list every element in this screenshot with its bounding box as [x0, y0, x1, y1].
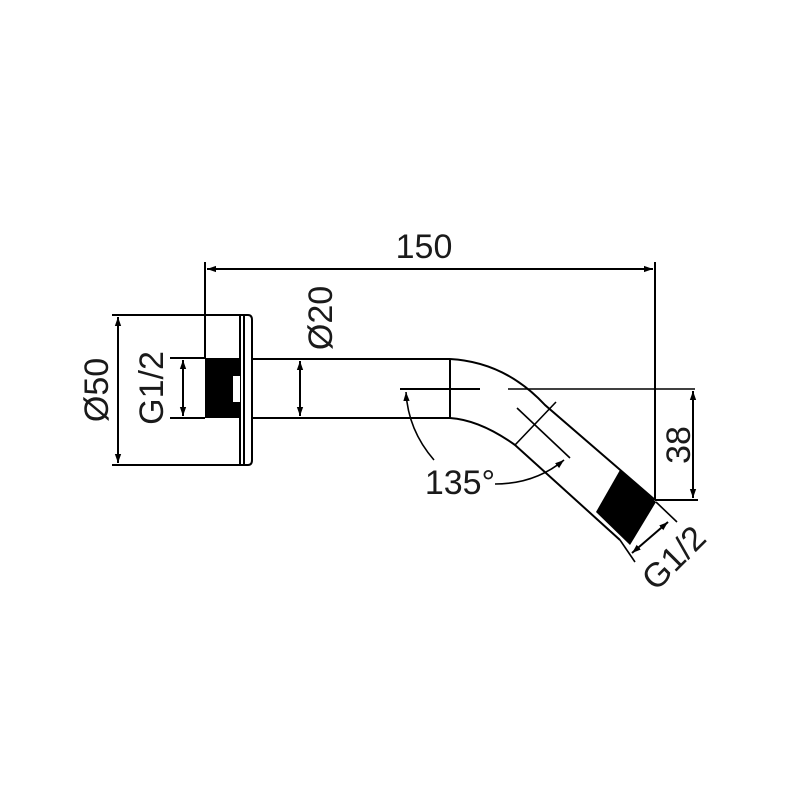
dimension-diameter-50: Ø50 [78, 314, 240, 466]
outlet-thread [596, 470, 656, 545]
dimension-angle-135-label: 135° [425, 464, 495, 502]
inlet-thread [205, 358, 240, 418]
tube-bend [449, 358, 695, 541]
tube-straight [252, 358, 480, 419]
dimension-150: 150 [204, 228, 656, 500]
dimension-inlet-thread-label: G1/2 [133, 351, 171, 425]
dimension-38-label: 38 [660, 426, 698, 464]
dimension-diameter-20: Ø20 [296, 286, 340, 416]
dimension-diameter-20-label: Ø20 [302, 286, 340, 350]
dimension-angle-135: 135° [403, 391, 565, 502]
dimension-diameter-50-label: Ø50 [78, 358, 116, 422]
dimension-150-label: 150 [396, 228, 453, 266]
dimension-outlet-thread-label: G1/2 [635, 519, 714, 598]
wall-flange [239, 314, 253, 466]
dimension-inlet-thread: G1/2 [133, 351, 205, 425]
dimension-38: 38 [655, 391, 698, 501]
